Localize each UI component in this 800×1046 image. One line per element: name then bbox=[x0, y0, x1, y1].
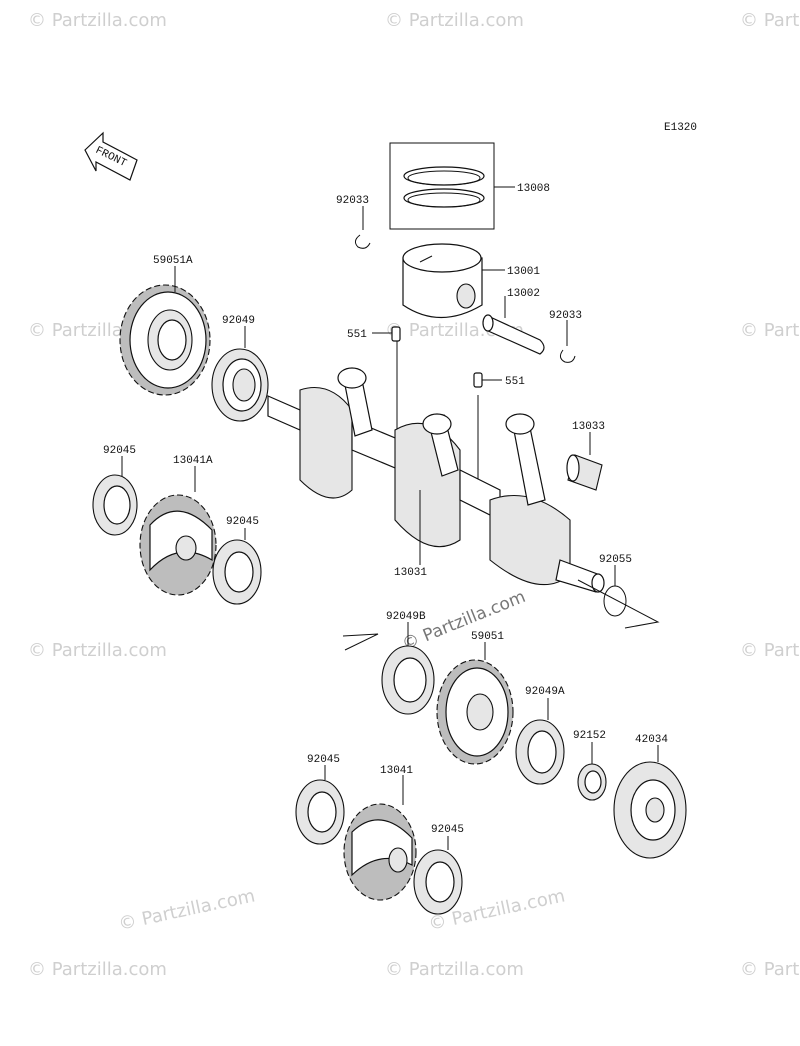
callout-label: 92045 bbox=[226, 516, 259, 528]
callout-label: 13008 bbox=[517, 183, 550, 195]
ball-bearing bbox=[413, 836, 463, 915]
circlip bbox=[559, 320, 576, 363]
watermark: © Partzilla.com bbox=[385, 10, 524, 31]
callout-label: 92049B bbox=[386, 611, 426, 623]
callout-label: 13001 bbox=[507, 266, 540, 278]
watermark: © Partzilla.com bbox=[117, 885, 257, 934]
watermark: © Partzilla.com bbox=[740, 640, 800, 661]
callout-label: 92033 bbox=[549, 310, 582, 322]
gear bbox=[436, 642, 514, 765]
ball-bearing bbox=[92, 456, 138, 536]
watermark: © Partzilla.com bbox=[385, 959, 524, 980]
callout-label: 92049 bbox=[222, 315, 255, 327]
callout-label: 92033 bbox=[336, 195, 369, 207]
callout-label: 13041 bbox=[380, 765, 413, 777]
callout-label: 13041A bbox=[173, 455, 213, 467]
piston-pin bbox=[482, 296, 545, 355]
crankshaft bbox=[267, 367, 605, 593]
callout-label: 13002 bbox=[507, 288, 540, 300]
callout-label: 92045 bbox=[103, 445, 136, 457]
watermark: © Partzilla.com bbox=[28, 10, 167, 31]
watermark: © Partzilla.com bbox=[740, 10, 800, 31]
callout-label: 551 bbox=[347, 329, 367, 341]
dowel-pin bbox=[372, 326, 401, 440]
gear bbox=[343, 775, 417, 901]
oil-seal bbox=[515, 698, 565, 785]
watermark: © Partzilla.com bbox=[28, 959, 167, 980]
front-arrow-icon: FRONT bbox=[84, 131, 138, 181]
callout-label: 59051 bbox=[471, 631, 504, 643]
oil-seal bbox=[342, 622, 435, 715]
diagram-code: E1320 bbox=[664, 122, 697, 134]
gear bbox=[139, 466, 217, 596]
ball-bearing bbox=[295, 765, 345, 845]
callout-label: 92045 bbox=[431, 824, 464, 836]
callout-label: 13031 bbox=[394, 567, 427, 579]
bushing bbox=[577, 742, 607, 801]
watermark: © Partzilla.com bbox=[740, 320, 800, 341]
watermark: © Partzilla.com bbox=[740, 959, 800, 980]
piston-ring-set bbox=[389, 142, 515, 230]
oil-seal bbox=[211, 326, 269, 422]
gear bbox=[119, 266, 211, 396]
ball-bearing bbox=[212, 528, 262, 605]
callout-label: 13033 bbox=[572, 421, 605, 433]
callout-label: 92055 bbox=[599, 554, 632, 566]
callout-label: 92049A bbox=[525, 686, 565, 698]
dowel-pin bbox=[473, 372, 502, 490]
watermark: © Partzilla.com bbox=[28, 640, 167, 661]
callout-labels: 13008 92033 13001 13002 92033 551 551 59… bbox=[103, 183, 668, 836]
piston bbox=[402, 243, 505, 319]
callout-label: 92045 bbox=[307, 754, 340, 766]
callout-label: 42034 bbox=[635, 734, 668, 746]
callout-label: 551 bbox=[505, 376, 525, 388]
coupling bbox=[613, 745, 687, 859]
needle-bearing bbox=[566, 432, 603, 491]
o-ring bbox=[577, 565, 660, 629]
callout-label: 59051A bbox=[153, 255, 193, 267]
circlip bbox=[354, 206, 371, 249]
callout-label: 92152 bbox=[573, 730, 606, 742]
